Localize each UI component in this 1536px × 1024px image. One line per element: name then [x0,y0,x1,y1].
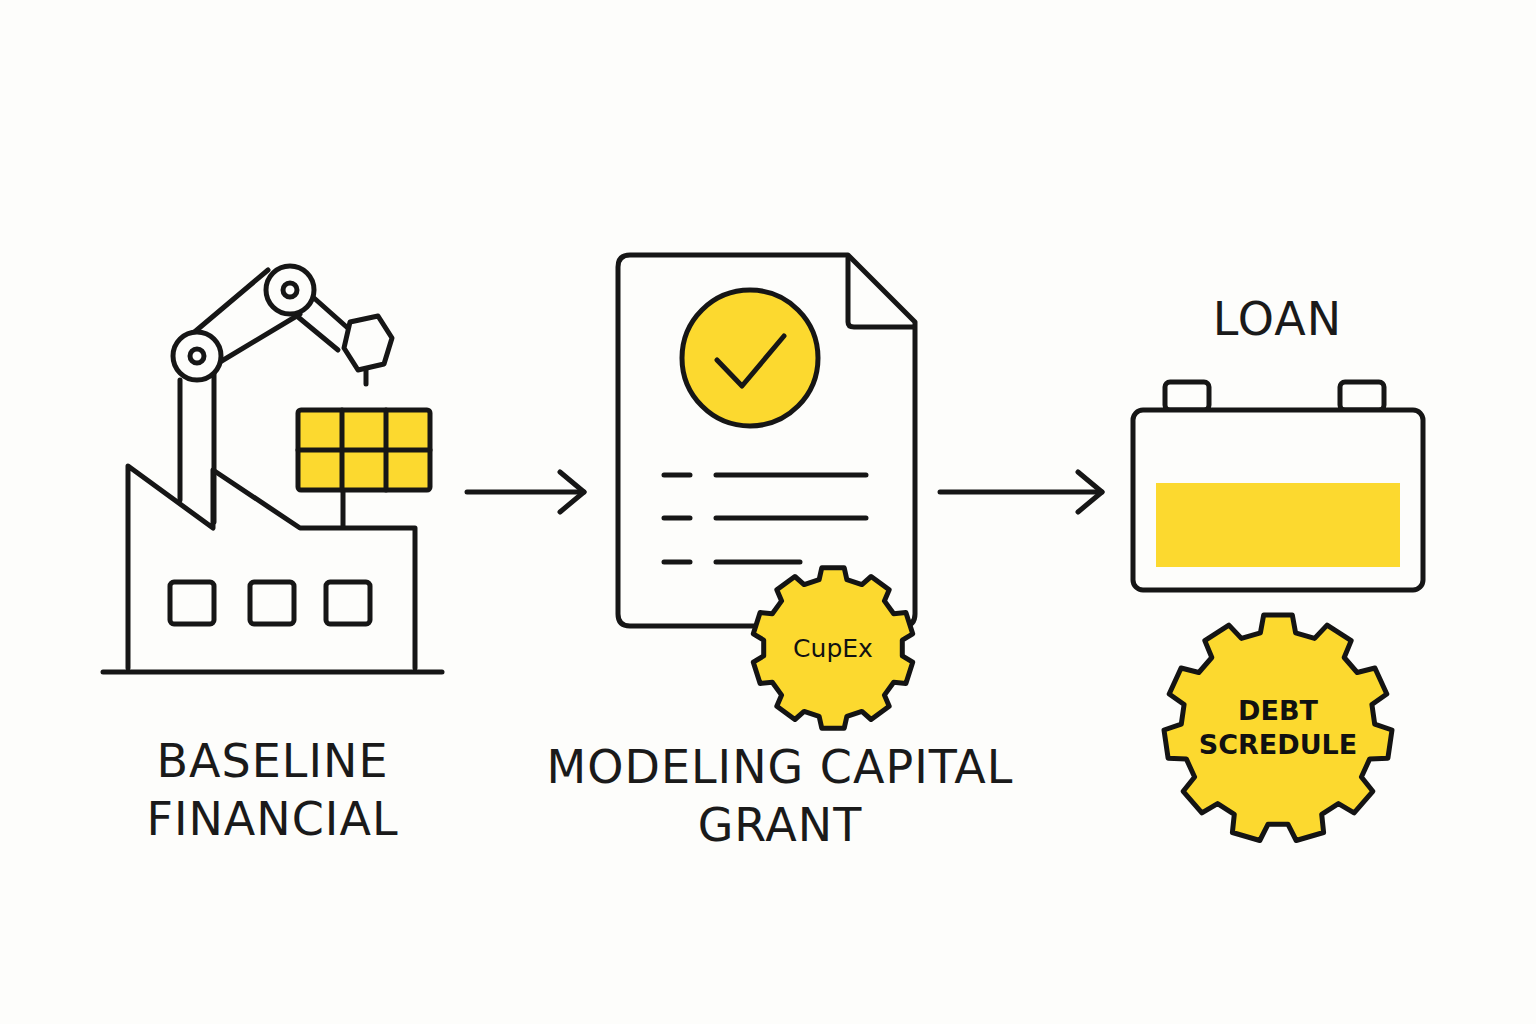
stage-caption: BASELINE FINANCIAL [38,732,508,848]
battery-node: LOAN [1130,378,1425,593]
gear-shape [1160,610,1396,846]
battery-icon [1133,382,1423,590]
factory-icon [103,266,442,672]
gear-outline [1164,615,1392,841]
stage-caption: MODELING CAPITAL GRANT [545,738,1015,854]
gear-outline [753,568,912,728]
factory-node: BASELINE FINANCIAL [100,260,445,675]
gear-label: CupEx [793,633,873,664]
document-icon [618,255,915,626]
flow-arrow [467,472,584,512]
flow-arrow [940,472,1102,512]
stage-caption: LOAN [1128,290,1428,348]
debt-gear: DEBT SCREDULE [1160,610,1396,846]
gear-label: DEBT SCREDULE [1196,694,1361,762]
capex-gear: CupEx [748,563,918,733]
document-node: MODELING CAPITAL GRANT [612,250,918,628]
